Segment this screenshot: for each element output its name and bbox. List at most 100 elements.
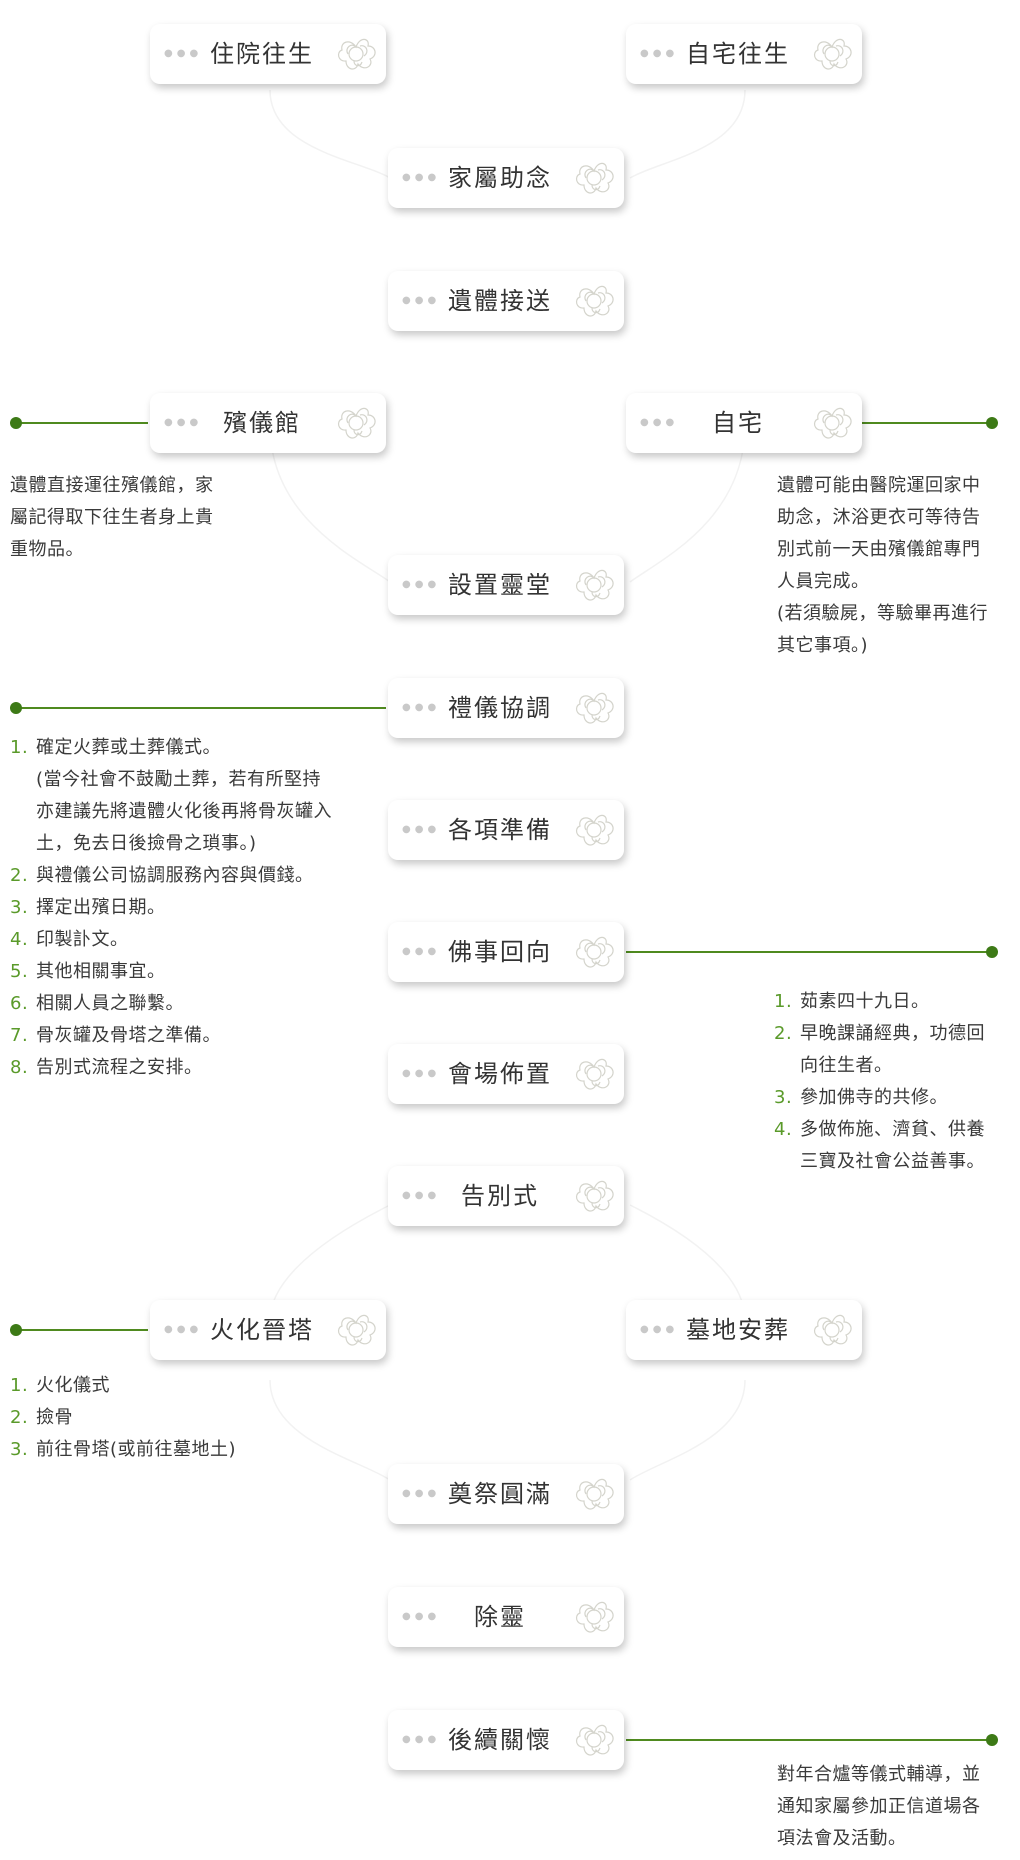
node-label: 奠祭圓滿 — [448, 1480, 552, 1508]
list-number: 4. — [774, 1119, 793, 1140]
note-line: 別式前一天由殯儀館專門 — [777, 539, 981, 560]
note-line: 遺體直接運往殯儀館，家 — [10, 475, 214, 496]
node-label: 會場佈置 — [448, 1060, 552, 1088]
note-line: 對年合爐等儀式輔導，並 — [777, 1764, 981, 1785]
note-line: 人員完成。 — [777, 571, 870, 592]
node-removal-of-altar: ●●● 除靈 — [388, 1587, 624, 1647]
node-label: 家屬助念 — [448, 164, 552, 192]
node-label: 墓地安葬 — [686, 1316, 790, 1344]
node-home-death: ●●● 自宅往生 — [626, 24, 862, 84]
node-label: 遺體接送 — [448, 287, 552, 315]
flower-sketch-icon — [568, 1714, 620, 1766]
list-number: 3. — [774, 1087, 793, 1108]
node-funeral-home: ●●● 殯儀館 — [150, 393, 386, 453]
node-memorial-completion: ●●● 奠祭圓滿 — [388, 1464, 624, 1524]
list-number: 8. — [10, 1057, 29, 1078]
dots-decoration: ●●● — [402, 1488, 441, 1499]
list-text: 茹素四十九日。 — [800, 991, 930, 1012]
list-item: 3. 參加佛寺的共修。 — [774, 1082, 1014, 1114]
node-label: 火化晉塔 — [210, 1316, 314, 1344]
list-item: 1. 火化儀式 — [10, 1370, 330, 1402]
flower-sketch-icon — [330, 397, 382, 449]
note-line: (若須驗屍，等驗畢再進行 — [777, 603, 989, 624]
list-item: 2. 撿骨 — [10, 1402, 330, 1434]
node-home: ●●● 自宅 — [626, 393, 862, 453]
flower-sketch-icon — [568, 1468, 620, 1520]
list-number: 1. — [774, 991, 793, 1012]
dots-decoration: ●●● — [640, 417, 679, 428]
flower-sketch-icon — [568, 275, 620, 327]
flower-sketch-icon — [806, 1304, 858, 1356]
connector-dot — [10, 417, 22, 429]
dots-decoration: ●●● — [402, 702, 441, 713]
list-number: 3. — [10, 897, 29, 918]
list-item: 4. 多做佈施、濟貧、供養 三寶及社會公益善事。 — [774, 1114, 1014, 1178]
list-text: 多做佈施、濟貧、供養 — [800, 1119, 985, 1140]
node-hospital-death: ●●● 住院往生 — [150, 24, 386, 84]
dots-decoration: ●●● — [164, 417, 203, 428]
note-line: 重物品。 — [10, 539, 84, 560]
list-text: 告別式流程之安排。 — [36, 1057, 203, 1078]
list-number: 3. — [10, 1439, 29, 1460]
list-text: 前往骨塔(或前往墓地土) — [36, 1439, 237, 1460]
dots-decoration: ●●● — [402, 579, 441, 590]
list-number: 7. — [10, 1025, 29, 1046]
node-label: 各項準備 — [448, 816, 552, 844]
dots-decoration: ●●● — [402, 172, 441, 183]
node-follow-up-care: ●●● 後續關懷 — [388, 1710, 624, 1770]
list-number: 2. — [774, 1023, 793, 1044]
flower-sketch-icon — [568, 152, 620, 204]
dots-decoration: ●●● — [640, 1324, 679, 1335]
connector-dot — [986, 417, 998, 429]
note-line: 遺體可能由醫院運回家中 — [777, 475, 981, 496]
list-number: 5. — [10, 961, 29, 982]
node-ritual-coordination: ●●● 禮儀協調 — [388, 678, 624, 738]
node-label: 除靈 — [474, 1603, 526, 1631]
list-text: 其他相關事宜。 — [36, 961, 166, 982]
connector-dot — [10, 702, 22, 714]
node-label: 自宅 — [712, 409, 764, 437]
note-home: 遺體可能由醫院運回家中 助念，沐浴更衣可等待告 別式前一天由殯儀館專門 人員完成… — [777, 470, 1017, 662]
note-line: 項法會及活動。 — [777, 1828, 907, 1849]
list-text: 土，免去日後撿骨之瑣事。) — [36, 833, 257, 854]
node-preparations: ●●● 各項準備 — [388, 800, 624, 860]
list-number: 2. — [10, 1407, 29, 1428]
list-item: 1. 確定火葬或土葬儀式。 (當今社會不鼓勵土葬，若有所堅持 亦建議先將遺體火化… — [10, 732, 390, 860]
node-label: 禮儀協調 — [448, 694, 552, 722]
node-set-up-altar: ●●● 設置靈堂 — [388, 555, 624, 615]
list-text: 撿骨 — [36, 1407, 73, 1428]
list-text: 與禮儀公司協調服務內容與價錢。 — [36, 865, 314, 886]
list-text: 早晚課誦經典，功德回 — [800, 1023, 985, 1044]
note-list: 1. 火化儀式 2. 撿骨 3. 前往骨塔(或前往墓地土) — [10, 1370, 330, 1466]
list-number: 4. — [10, 929, 29, 950]
flower-sketch-icon — [568, 682, 620, 734]
list-text: 三寶及社會公益善事。 — [800, 1151, 985, 1172]
note-follow-up-care: 對年合爐等儀式輔導，並 通知家屬參加正信道場各 項法會及活動。 — [777, 1759, 1017, 1855]
note-line: 通知家屬參加正信道場各 — [777, 1796, 981, 1817]
dots-decoration: ●●● — [640, 48, 679, 59]
note-list: 1. 確定火葬或土葬儀式。 (當今社會不鼓勵土葬，若有所堅持 亦建議先將遺體火化… — [10, 732, 390, 1084]
node-body-transfer: ●●● 遺體接送 — [388, 271, 624, 331]
note-line: 助念，沐浴更衣可等待告 — [777, 507, 981, 528]
dots-decoration: ●●● — [402, 824, 441, 835]
list-item: 3. 擇定出殯日期。 — [10, 892, 390, 924]
node-label: 佛事回向 — [448, 938, 552, 966]
node-label: 後續關懷 — [448, 1726, 552, 1754]
note-cremation-pagoda: 1. 火化儀式 2. 撿骨 3. 前往骨塔(或前往墓地土) — [10, 1370, 330, 1466]
flower-sketch-icon — [330, 28, 382, 80]
flower-sketch-icon — [806, 397, 858, 449]
node-label: 設置靈堂 — [448, 571, 552, 599]
list-item: 3. 前往骨塔(或前往墓地土) — [10, 1434, 330, 1466]
node-label: 告別式 — [461, 1182, 539, 1210]
connector-dot — [986, 1734, 998, 1746]
list-text: 骨灰罐及骨塔之準備。 — [36, 1025, 221, 1046]
dots-decoration: ●●● — [164, 1324, 203, 1335]
list-text: 參加佛寺的共修。 — [800, 1087, 948, 1108]
flower-sketch-icon — [568, 1170, 620, 1222]
dots-decoration: ●●● — [402, 1190, 441, 1201]
flower-sketch-icon — [568, 1591, 620, 1643]
list-number: 1. — [10, 737, 29, 758]
dots-decoration: ●●● — [402, 1611, 441, 1622]
list-number: 6. — [10, 993, 29, 1014]
